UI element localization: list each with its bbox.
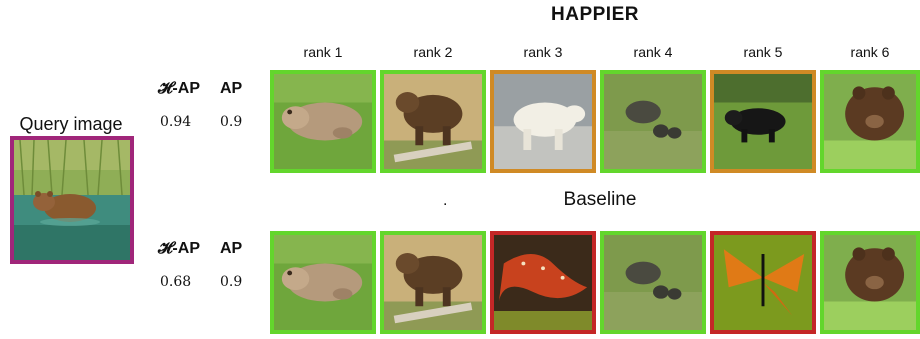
stray-dot: .	[443, 192, 448, 209]
rank-label-4: rank 4	[633, 44, 673, 60]
baseline-result-2-brown-bear	[380, 231, 486, 334]
baseline-result-5-butterfly	[710, 231, 816, 334]
ap-header: AP	[220, 240, 243, 257]
happier-result-1-bear-lying	[270, 70, 376, 173]
happier-result-3-polar-bear	[490, 70, 596, 173]
baseline-result-3-salamander	[490, 231, 596, 334]
rank-label-2: rank 2	[413, 44, 453, 60]
happier-hap-value: 0.94	[160, 114, 192, 130]
baseline-title: Baseline	[563, 189, 637, 210]
figure-title: HAPPIER	[551, 4, 639, 25]
happier-result-6-brown-bear-grass	[820, 70, 920, 173]
rank-label-6: rank 6	[850, 44, 890, 60]
baseline-result-1-bear-lying	[270, 231, 376, 334]
happier-ap-value: 0.9	[220, 114, 243, 130]
ap-header: AP	[220, 80, 243, 97]
baseline-ap-value: 0.9	[220, 274, 243, 290]
rank-label-5: rank 5	[743, 44, 783, 60]
baseline-hap-value: 0.68	[160, 274, 192, 290]
baseline-result-6-brown-bear-grass	[820, 231, 920, 334]
baseline-result-4-bear-cubs	[600, 231, 706, 334]
query-label: Query image	[19, 114, 123, 134]
rank-label-1: rank 1	[303, 44, 343, 60]
hap-header: 𝓗-AP	[158, 80, 200, 97]
happier-result-4-bear-cubs	[600, 70, 706, 173]
hap-header: 𝓗-AP	[158, 240, 200, 257]
happier-result-5-black-bear	[710, 70, 816, 173]
query-image	[10, 136, 134, 264]
rank-label-3: rank 3	[523, 44, 563, 60]
happier-result-2-brown-bear	[380, 70, 486, 173]
